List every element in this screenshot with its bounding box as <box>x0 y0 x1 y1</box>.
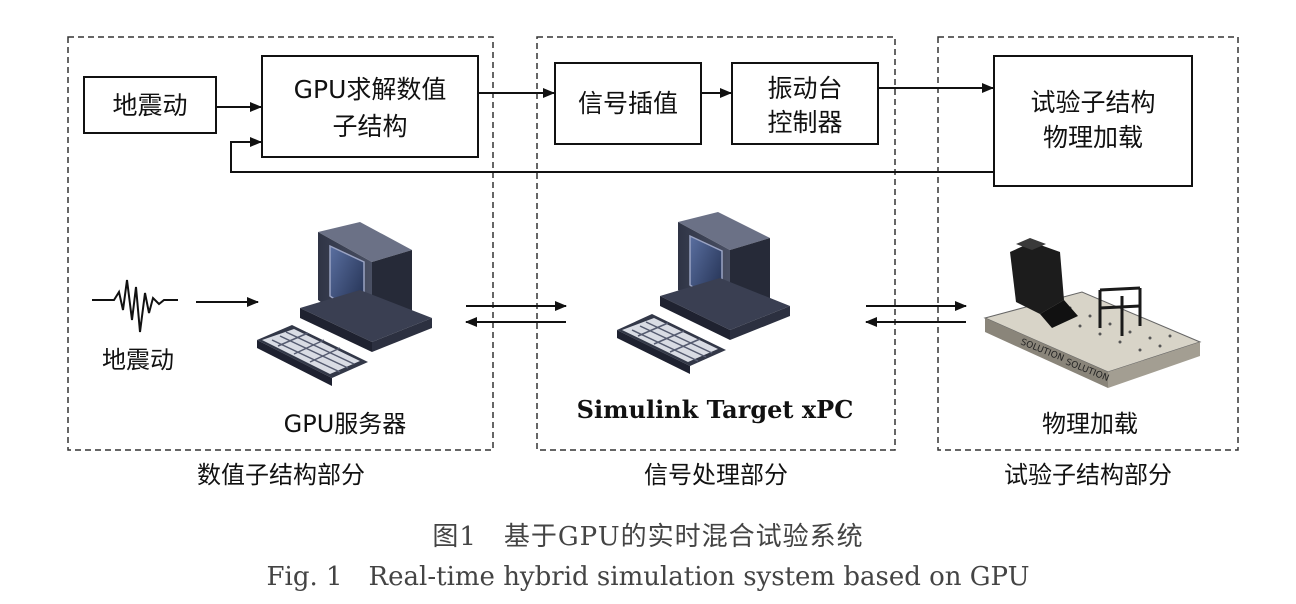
gpu-solver-box: GPU求解数值 子结构 <box>261 55 479 158</box>
physical-loading-box: 试验子结构 物理加载 <box>993 55 1193 187</box>
shake-controller-box: 振动台 控制器 <box>731 62 879 145</box>
experimental-section-label: 试验子结构部分 <box>1004 461 1172 489</box>
shake-controller-line2: 控制器 <box>767 108 842 137</box>
feedback-arrow <box>230 137 994 173</box>
physical-loading-line1: 试验子结构 <box>1030 88 1155 117</box>
figure-caption-en: Fig. 1 Real-time hybrid simulation syste… <box>266 562 1030 592</box>
gpu-solver-line1: GPU求解数值 <box>294 75 447 104</box>
signal-section-frame <box>536 36 896 451</box>
signal-interp-box: 信号插值 <box>554 62 702 145</box>
signal-section-label: 信号处理部分 <box>644 461 788 489</box>
numerical-section-frame <box>67 36 494 451</box>
shake-controller-line1: 振动台 <box>767 74 842 103</box>
seismic-wave-icon <box>92 279 178 333</box>
figure-caption-zh: 图1 基于GPU的实时混合试验系统 <box>432 522 864 552</box>
signal-interp-label: 信号插值 <box>578 89 678 118</box>
ground-motion-box: 地震动 <box>83 76 217 134</box>
target-xpc-label: Simulink Target xPC <box>577 395 854 424</box>
physical-loading-line2: 物理加载 <box>1043 123 1143 152</box>
experimental-section-frame <box>937 36 1239 451</box>
shake-table-icon: SOLUTION SOLUTION <box>983 238 1202 388</box>
target-xpc-computer-icon <box>617 212 790 374</box>
gpu-server-label: GPU服务器 <box>284 410 407 438</box>
ground-motion-box-label: 地震动 <box>112 91 187 120</box>
system-diagram: 地震动 GPU求解数值 子结构 信号插值 振动台 控制器 试验子结构 物理加载 … <box>67 36 1239 489</box>
numerical-section-label: 数值子结构部分 <box>197 461 365 489</box>
gpu-solver-line2: 子结构 <box>332 112 407 141</box>
gpu-server-computer-icon <box>257 222 432 386</box>
ground-motion-label: 地震动 <box>102 346 174 374</box>
physical-loading-label: 物理加载 <box>1042 410 1138 438</box>
